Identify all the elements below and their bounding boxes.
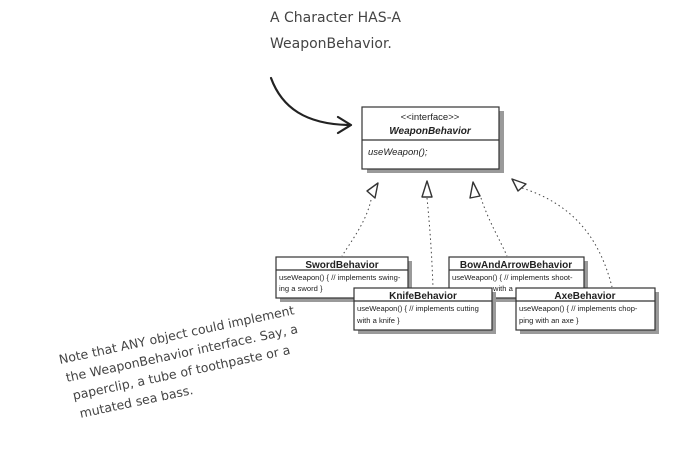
bow-realization-line (480, 197, 508, 257)
sword-realization-line (341, 199, 372, 257)
has-a-annotation-line2: WeaponBehavior. (270, 36, 392, 52)
knife-method-line1: useWeapon() { // implements cutting (357, 304, 479, 313)
knife-realization-arrowhead (421, 180, 433, 198)
interface-stereotype: <<interface>> (401, 112, 460, 123)
axe-realization-line (521, 187, 613, 288)
any-object-note: Note that ANY object could implement the… (58, 302, 300, 421)
knife-class-name: KnifeBehavior (389, 291, 457, 302)
sword-method-line2: ing a sword } (279, 284, 323, 293)
bow-realization-arrowhead (469, 181, 481, 199)
knife-behavior-class: KnifeBehavior useWeapon() { // implement… (353, 287, 496, 334)
knife-realization-line (426, 197, 434, 289)
interface-method: useWeapon(); (368, 147, 428, 158)
bow-class-name: BowAndArrowBehavior (460, 260, 572, 271)
has-a-arrowhead (336, 115, 353, 135)
sword-method-line1: useWeapon() { // implements swing- (279, 273, 401, 282)
sword-realization-arrowhead (366, 182, 379, 199)
sword-class-name: SwordBehavior (305, 260, 378, 271)
has-a-arrow (269, 76, 350, 127)
axe-class-name: AxeBehavior (554, 291, 615, 302)
weapon-behavior-interface: <<interface>> WeaponBehavior useWeapon()… (361, 106, 504, 173)
bow-method-line2: with a (492, 284, 514, 293)
interface-name: WeaponBehavior (389, 126, 472, 137)
axe-method-line1: useWeapon() { // implements chop- (519, 304, 638, 313)
has-a-annotation-line1: A Character HAS-A (270, 10, 401, 26)
axe-method-line2: ping with an axe } (519, 316, 579, 325)
bow-method-line1: useWeapon() { // implements shoot- (452, 273, 573, 282)
knife-method-line2: with a knife } (356, 316, 400, 325)
axe-behavior-class: AxeBehavior useWeapon() { // implements … (515, 287, 659, 334)
axe-realization-arrowhead (511, 178, 527, 192)
